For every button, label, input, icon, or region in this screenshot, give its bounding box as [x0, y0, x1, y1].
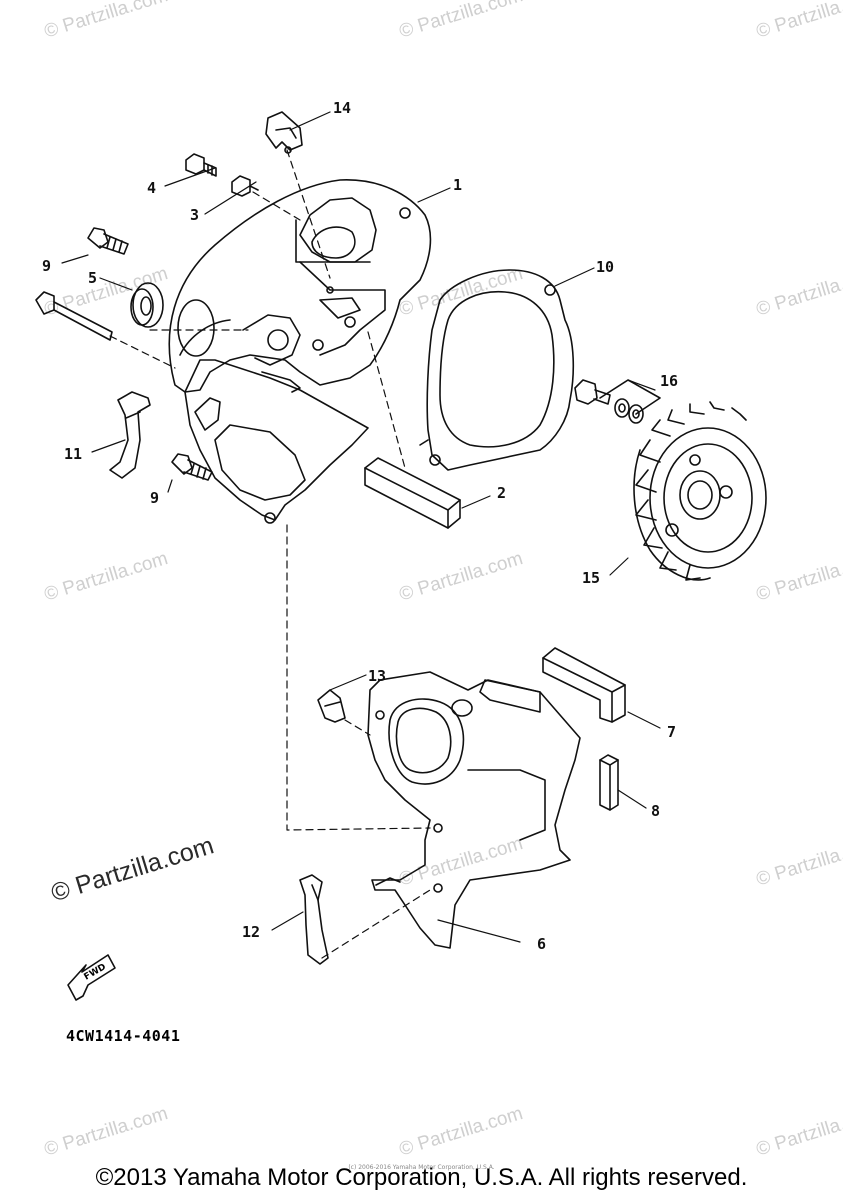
part-8-seal	[599, 754, 619, 811]
part-10-gasket	[419, 269, 575, 471]
callout-5: 5	[88, 269, 98, 287]
part-11-clip	[109, 391, 151, 479]
callout-7: 7	[667, 723, 677, 741]
callout-8: 8	[651, 802, 661, 820]
copyright-notice: ©2013 Yamaha Motor Corporation, U.S.A. A…	[95, 1164, 748, 1191]
part-1-fan-housing	[168, 179, 432, 524]
tiny-copyright: (c) 2006-2016 Yamaha Motor Corporation, …	[348, 1164, 495, 1171]
part-16-bolt-washers	[574, 379, 661, 424]
callout-13: 13	[368, 667, 387, 685]
callout-3: 3	[190, 206, 200, 224]
callout-12: 12	[242, 923, 261, 941]
part-6-lower-shroud	[367, 671, 581, 949]
callout-2: 2	[497, 484, 507, 502]
long-bolt	[35, 291, 113, 341]
callout-4: 4	[147, 179, 157, 197]
part-9-bolt-lower	[171, 453, 213, 481]
callout-1: 1	[453, 176, 463, 194]
part-3-bolt	[231, 175, 259, 197]
callout-6: 6	[537, 935, 547, 953]
diagram-reference-code: 4CW1414-4041	[66, 1027, 181, 1045]
callout-16: 16	[660, 372, 679, 390]
callout-15: 15	[582, 569, 601, 587]
part-13-cap	[317, 689, 346, 723]
callout-9-upper: 9	[42, 257, 52, 275]
part-7-seal	[542, 647, 626, 723]
fwd-arrow-icon: FWD	[67, 954, 116, 1001]
dashed-assembly-lines	[109, 149, 431, 959]
part-14-clip	[265, 111, 303, 154]
part-4-bolt	[185, 153, 217, 177]
callout-14: 14	[333, 99, 352, 117]
part-5-grommet	[130, 282, 164, 328]
part-12-clip	[299, 874, 329, 965]
part-9-bolt-upper	[87, 227, 129, 255]
leader-lines	[61, 111, 661, 943]
callout-9-lower: 9	[150, 489, 160, 507]
callout-10: 10	[596, 258, 615, 276]
part-2-seal	[364, 457, 461, 529]
part-15-flywheel	[633, 401, 767, 581]
callout-11: 11	[64, 445, 83, 463]
